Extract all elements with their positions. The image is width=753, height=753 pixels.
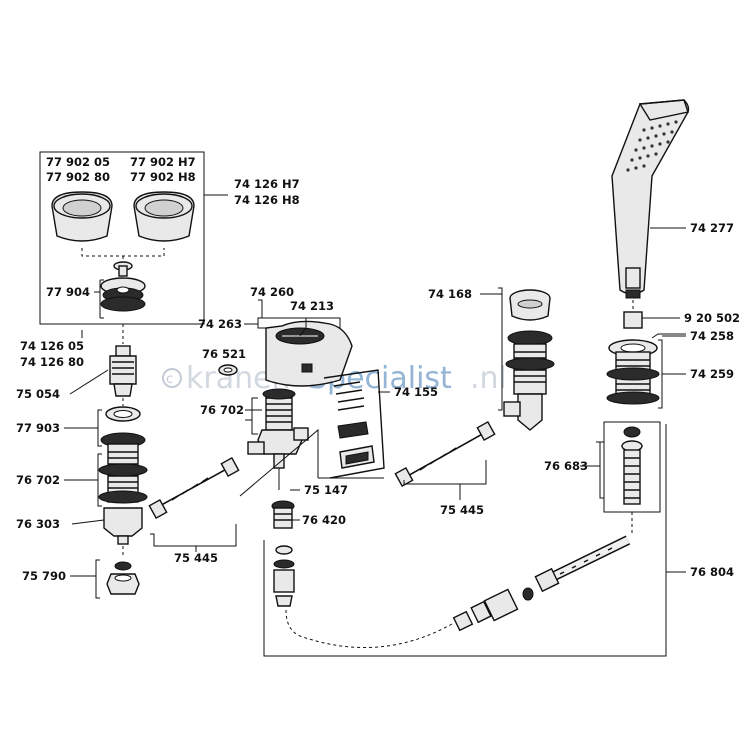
label-74155: 74 155 — [394, 385, 438, 399]
nut — [106, 561, 140, 595]
label-75445-right: 75 445 — [440, 503, 484, 517]
copyright-icon-glyph: c — [166, 372, 173, 387]
hose-right — [394, 421, 496, 500]
cartridge — [109, 345, 137, 397]
hand-shower — [611, 99, 690, 299]
label-74126-h7: 74 126 H7 — [234, 177, 300, 191]
label-74277: 74 277 — [690, 221, 734, 235]
label-76303: 76 303 — [16, 517, 60, 531]
label-74126-05: 74 126 05 — [20, 339, 84, 353]
threaded-body — [98, 432, 148, 504]
handle-knob-left — [51, 191, 113, 242]
shower-nozzles — [626, 120, 678, 172]
center-spout — [218, 299, 390, 497]
label-74213: 74 213 — [290, 299, 334, 313]
valve-base — [103, 507, 143, 545]
watermark-text-3: .nl — [470, 361, 507, 396]
label-75147: 75 147 — [304, 483, 348, 497]
label-77902-h7: 77 902 H7 — [130, 155, 196, 169]
label-920502: 9 20 502 — [684, 311, 740, 325]
left-handle-group — [39, 151, 228, 325]
copyright-icon — [162, 368, 182, 388]
label-77902-h8: 77 902 H8 — [130, 170, 196, 184]
center-fitting — [271, 500, 300, 529]
part-labels: 77 902 05 77 902 80 77 902 H7 77 902 H8 … — [16, 155, 740, 583]
handle-knob-right — [133, 191, 195, 242]
label-75054: 75 054 — [16, 387, 60, 401]
adapter-insert — [100, 261, 146, 312]
label-74126-80: 74 126 80 — [20, 355, 84, 369]
label-76702-center: 76 702 — [200, 403, 244, 417]
left-valve-stack — [64, 324, 148, 599]
label-74258: 74 258 — [690, 329, 734, 343]
label-76521: 76 521 — [202, 347, 246, 361]
shower-hose — [263, 424, 686, 657]
right-valve — [480, 287, 555, 431]
label-74259: 74 259 — [690, 367, 734, 381]
label-75790: 75 790 — [22, 569, 66, 583]
label-76683: 76 683 — [544, 459, 588, 473]
label-74263: 74 263 — [198, 317, 242, 331]
label-76702-left: 76 702 — [16, 473, 60, 487]
label-74260: 74 260 — [250, 285, 294, 299]
label-77902-80: 77 902 80 — [46, 170, 110, 184]
hose-fitting — [580, 421, 661, 534]
label-76804: 76 804 — [690, 565, 734, 579]
label-74126-h8: 74 126 H8 — [234, 193, 300, 207]
hose-left — [148, 457, 240, 552]
label-75445-left: 75 445 — [174, 551, 218, 565]
label-77903: 77 903 — [16, 421, 60, 435]
shower-holder-stack — [606, 300, 686, 409]
label-77904: 77 904 — [46, 285, 90, 299]
label-77902-05: 77 902 05 — [46, 155, 110, 169]
label-74168: 74 168 — [428, 287, 472, 301]
label-76420: 76 420 — [302, 513, 346, 527]
